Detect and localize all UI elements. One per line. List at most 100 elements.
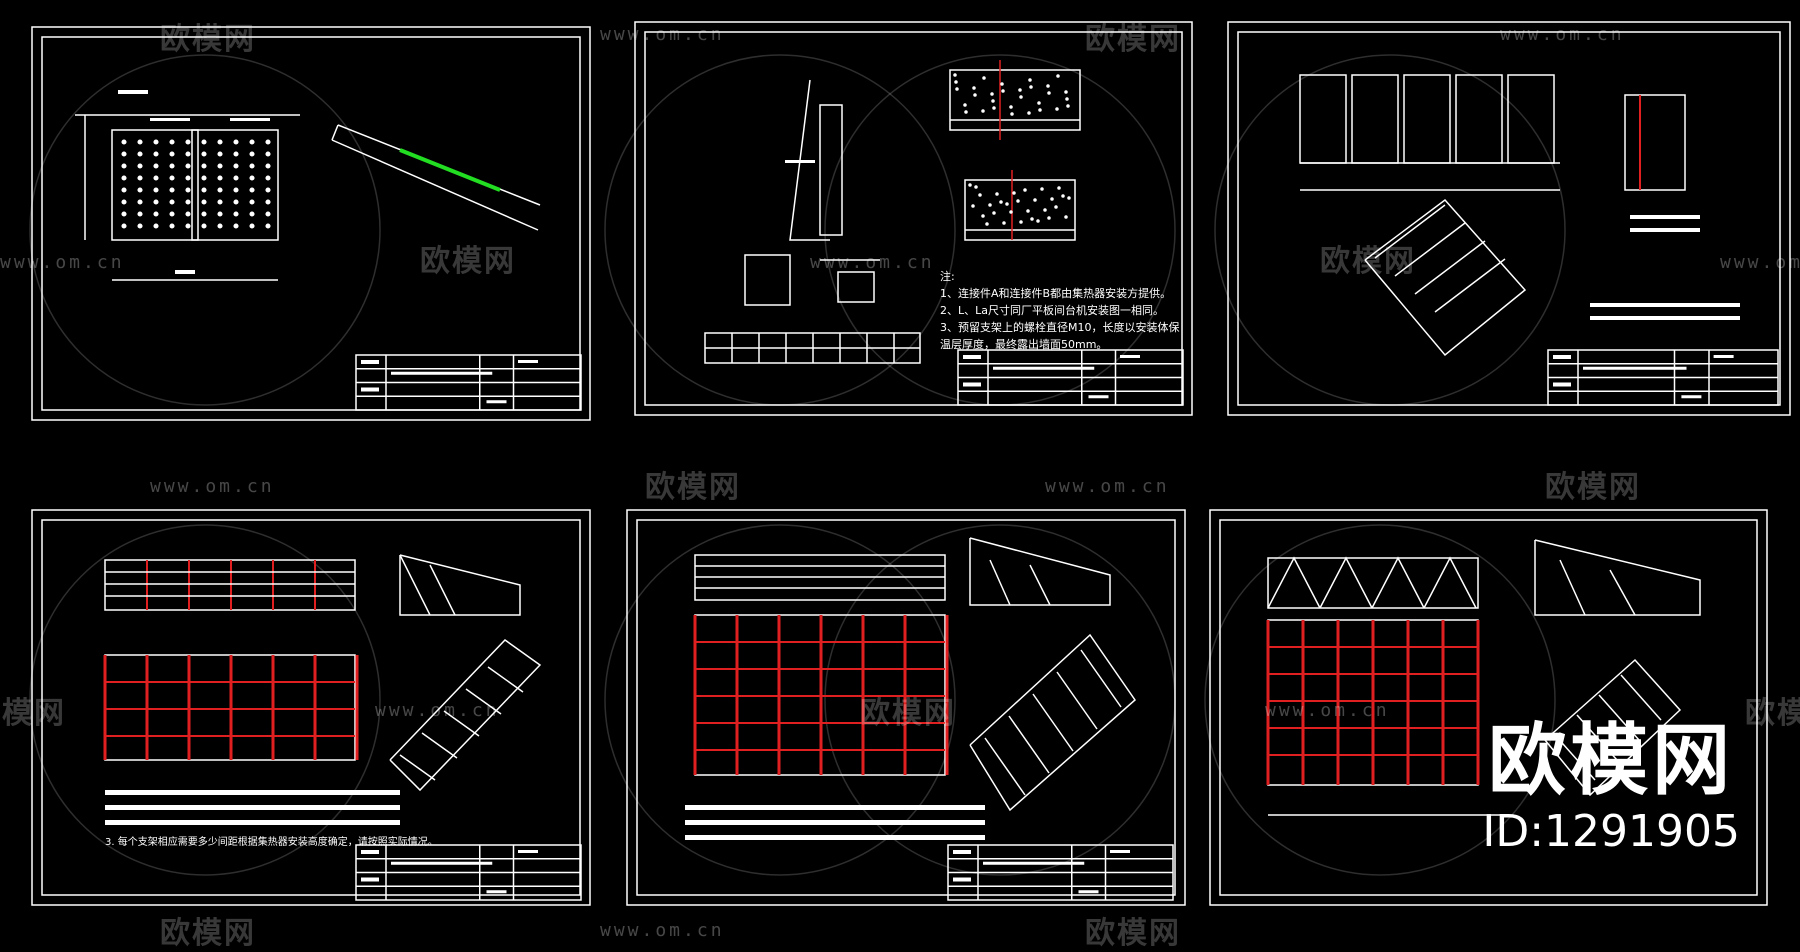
concrete-dot: [964, 110, 968, 114]
concrete-dot: [1064, 215, 1068, 219]
watermark-arc: [824, 524, 1176, 876]
concrete-dot: [992, 211, 996, 215]
text-placeholder-bar: [361, 387, 379, 392]
watermark-arc: [604, 524, 956, 876]
panel-dot: [121, 187, 127, 193]
panel-dot: [265, 139, 271, 145]
watermark-brand: 欧模网: [1085, 22, 1181, 57]
text-placeholder-bar: [518, 850, 538, 853]
text-placeholder-bar: [1630, 215, 1700, 219]
drawing-polyline: [969, 633, 1136, 812]
drawing-rect: [744, 254, 791, 306]
concrete-dot: [1000, 82, 1004, 86]
drawing-rect: [1351, 74, 1399, 164]
watermark-brand: 欧模网: [1745, 696, 1800, 731]
note-note_4: 温层厚度，最终露出墙面50mm。: [940, 337, 1107, 351]
drawing-polyline: [1423, 556, 1477, 609]
drawing-rect: [949, 69, 1081, 131]
sheet-outer-frame: [31, 509, 591, 906]
sheet-outer-frame: [1227, 21, 1791, 416]
drawing-polyline: [399, 554, 521, 616]
watermark-brand: 欧模网: [1545, 470, 1641, 505]
drawing-line: [1056, 671, 1098, 730]
text-placeholder-bar: [361, 877, 379, 882]
panel-dot: [185, 223, 191, 229]
drawing-polyline: [1544, 658, 1682, 797]
drawing-line: [1554, 734, 1596, 781]
panel-dot: [137, 223, 143, 229]
concrete-dot: [1019, 220, 1023, 224]
watermark-url: www.om.cn: [150, 476, 275, 497]
panel-dot: [265, 163, 271, 169]
panel-dot: [153, 175, 159, 181]
sheet-inner-frame: [41, 519, 581, 896]
panel-dot: [185, 139, 191, 145]
watermark-brand: 欧模网: [1320, 244, 1416, 279]
text-placeholder-bar: [983, 861, 1085, 865]
concrete-dot: [982, 76, 986, 80]
drawing-polyline: [1534, 539, 1701, 616]
text-placeholder-bar: [685, 805, 985, 810]
watermark-brand: 欧模网: [1085, 916, 1181, 951]
drawing-line: [1598, 694, 1640, 741]
text-placeholder-bar: [1681, 395, 1702, 399]
text-placeholder-bar: [1553, 382, 1571, 387]
watermark-url: www.om.cn: [0, 252, 125, 273]
watermark-arc: [1204, 524, 1556, 876]
text-placeholder-bar: [105, 805, 400, 810]
watermark-url: www.om.cn: [1265, 700, 1390, 721]
panel-dot: [137, 139, 143, 145]
panel-dot: [185, 187, 191, 193]
concrete-dot: [981, 214, 985, 218]
watermark-arc: [604, 54, 956, 406]
text-placeholder-bar: [391, 861, 493, 865]
drawing-line: [443, 710, 480, 737]
panel-dot: [249, 223, 255, 229]
drawing-line: [984, 737, 1026, 796]
panel-dot: [217, 151, 223, 157]
drawing-polyline: [969, 537, 1111, 606]
text-placeholder-bar: [105, 820, 400, 825]
concrete-dot: [1028, 78, 1032, 82]
panel-dot: [169, 175, 175, 181]
watermark-arc: [1214, 54, 1566, 406]
panel-dot: [201, 139, 207, 145]
concrete-dot: [974, 185, 978, 189]
text-placeholder-bar: [1583, 366, 1687, 370]
concrete-dot: [1016, 199, 1020, 203]
brand-stamp: 欧模网 ID:1291905: [1482, 722, 1740, 857]
concrete-dot: [1046, 84, 1050, 88]
sheet-inner-frame: [41, 36, 581, 411]
drawing-line: [1008, 715, 1050, 774]
note-note_1: 1、连接件A和连接件B都由集热器安装方提供。: [940, 286, 1171, 300]
text-placeholder-bar: [175, 270, 195, 274]
text-placeholder-bar: [1120, 355, 1140, 358]
concrete-dot: [1067, 196, 1071, 200]
panel-dot: [185, 163, 191, 169]
sheet-outer-frame: [626, 509, 1186, 906]
concrete-dot: [1027, 111, 1031, 115]
panel-dot: [153, 223, 159, 229]
concrete-dot: [1056, 74, 1060, 78]
drawing-polyline: [1394, 222, 1466, 277]
concrete-dot: [1043, 208, 1047, 212]
panel-dot: [233, 199, 239, 205]
text-placeholder-bar: [953, 877, 971, 882]
concrete-dot: [1055, 107, 1059, 111]
concrete-dot: [992, 106, 996, 110]
panel-dot: [153, 163, 159, 169]
panel-dot: [201, 187, 207, 193]
panel-dot: [249, 211, 255, 217]
panel-dot: [121, 139, 127, 145]
sheet-inner-frame: [636, 519, 1176, 896]
concrete-dot: [971, 204, 975, 208]
text-placeholder-bar: [118, 90, 148, 94]
panel-dot: [217, 187, 223, 193]
text-placeholder-bar: [1110, 850, 1130, 853]
drawing-line: [1576, 714, 1618, 761]
panel-dot: [201, 199, 207, 205]
drawing-line: [1559, 559, 1586, 616]
watermark-brand: 欧模网: [860, 696, 956, 731]
drawing-polyline: [1267, 556, 1321, 609]
concrete-dot: [1010, 112, 1014, 116]
